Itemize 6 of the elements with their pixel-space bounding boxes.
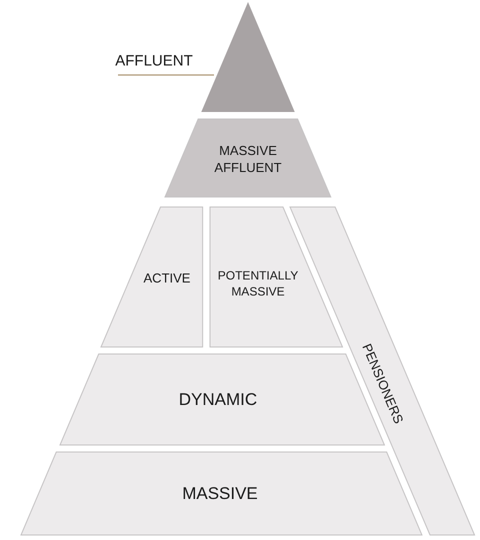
segment-label: MASSIVE — [182, 482, 258, 505]
segment-label: DYNAMIC — [178, 388, 258, 411]
segment-label: MASSIVE AFFLUENT — [213, 143, 283, 177]
segment-label: ACTIVE — [144, 270, 190, 288]
segment-label: AFFLUENT — [115, 51, 193, 71]
segment-label: POTENTIALLY MASSIVE — [216, 268, 300, 300]
